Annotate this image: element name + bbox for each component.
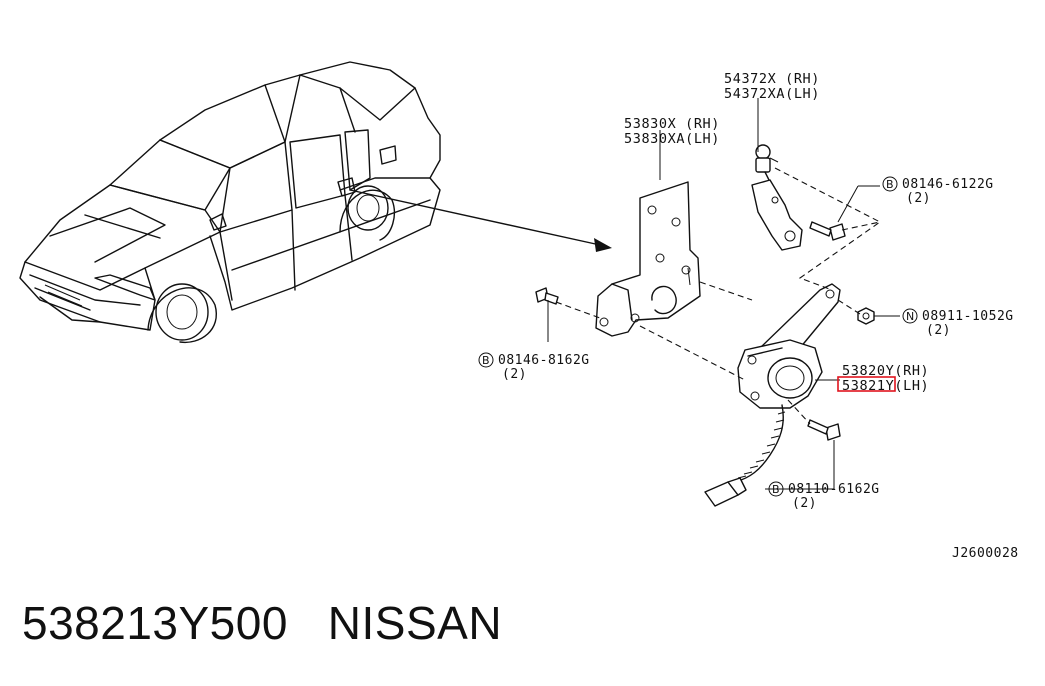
bracket-label-rh: 53830X (RH) bbox=[624, 116, 720, 132]
bolt-left-prefix: B bbox=[482, 354, 490, 367]
callout-bolt-left: B 08146-8162G (2) bbox=[478, 352, 590, 382]
bolt-top-graphic bbox=[809, 185, 880, 241]
bolt-left-code: 08146-8162G bbox=[498, 353, 590, 368]
sensor-bracket bbox=[595, 130, 701, 337]
link-rod bbox=[751, 98, 803, 251]
bolt-top-prefix: B bbox=[886, 178, 894, 191]
sensor-label-lh: 53821Y(LH) bbox=[842, 378, 929, 394]
bolt-left-qty: (2) bbox=[502, 367, 527, 382]
assembly-lines bbox=[555, 167, 882, 425]
callout-bracket: 53830X (RH) 53830XA(LH) bbox=[624, 116, 720, 147]
caption-brand: NISSAN bbox=[327, 597, 503, 649]
height-sensor bbox=[704, 283, 841, 507]
link-rod-label-rh: 54372X (RH) bbox=[724, 71, 820, 87]
callout-sensor: 53820Y(RH) 53821Y(LH) bbox=[837, 363, 929, 394]
b-circle-icon bbox=[768, 481, 784, 497]
n-circle-icon bbox=[902, 308, 918, 324]
b-circle-icon bbox=[882, 176, 898, 192]
caption-part-number: 538213Y500 bbox=[22, 597, 288, 649]
b-circle-icon bbox=[478, 352, 494, 368]
bolt-bottom-code: 08110-6162G bbox=[788, 482, 880, 497]
bolt-top-code: 08146-6122G bbox=[902, 177, 994, 192]
callout-bolt-top: B 08146-6122G (2) bbox=[882, 176, 994, 206]
part-caption: 538213Y500 NISSAN bbox=[22, 596, 502, 650]
callout-bolt-bottom: B 08110-6162G (2) bbox=[768, 481, 880, 511]
car-illustration bbox=[19, 61, 612, 344]
nut-code: 08911-1052G bbox=[922, 309, 1014, 324]
callout-link-rod: 54372X (RH) 54372XA(LH) bbox=[724, 71, 820, 102]
nut-graphic bbox=[857, 307, 900, 325]
bolt-bottom-graphic bbox=[765, 419, 841, 490]
diagram-code: J2600028 bbox=[952, 546, 1019, 561]
callout-nut: N 08911-1052G (2) bbox=[902, 308, 1014, 338]
nut-qty: (2) bbox=[926, 323, 951, 338]
selected-part-highlight[interactable] bbox=[837, 376, 896, 392]
bolt-top-qty: (2) bbox=[906, 191, 931, 206]
bolt-bottom-qty: (2) bbox=[792, 496, 817, 511]
sensor-label-rh: 53820Y(RH) bbox=[842, 363, 929, 379]
bracket-label-lh: 53830XA(LH) bbox=[624, 131, 720, 147]
bolt-left-graphic bbox=[535, 287, 559, 342]
nut-prefix: N bbox=[906, 310, 914, 323]
bolt-bottom-prefix: B bbox=[772, 483, 780, 496]
link-rod-label-lh: 54372XA(LH) bbox=[724, 86, 820, 102]
